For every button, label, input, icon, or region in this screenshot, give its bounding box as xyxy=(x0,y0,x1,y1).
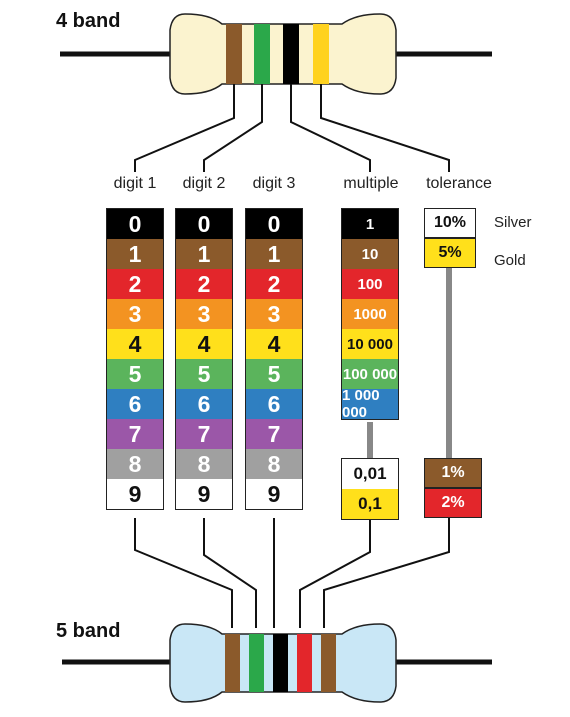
digits-cell: 1 xyxy=(246,239,302,269)
silver-label: Silver xyxy=(494,214,532,231)
digits-cell: 2 xyxy=(246,269,302,299)
resistor-5band-band-2 xyxy=(249,634,264,692)
multipliers-cell: 10 xyxy=(342,239,398,269)
fractional_multipliers-cell: 0,01 xyxy=(342,459,398,489)
header-digit-2: digit 2 xyxy=(182,175,226,192)
digits-cell: 6 xyxy=(176,389,232,419)
digits-cell: 8 xyxy=(246,449,302,479)
digits-cell: 9 xyxy=(107,479,163,509)
tolerance-silver-cell: 10% xyxy=(424,208,476,238)
digits-cell: 7 xyxy=(176,419,232,449)
resistor-4band-band-3 xyxy=(283,24,299,84)
header-digit-1: digit 1 xyxy=(113,175,157,192)
multipliers-cell: 1 000 000 xyxy=(342,387,398,421)
digits-cell: 6 xyxy=(246,389,302,419)
digits-cell: 5 xyxy=(246,359,302,389)
digits-cell: 7 xyxy=(107,419,163,449)
upper-connectors xyxy=(134,84,450,172)
tolerance-gap-connector xyxy=(446,268,452,458)
digits-cell: 1 xyxy=(107,239,163,269)
lower-connectors xyxy=(134,518,450,628)
digits-cell: 8 xyxy=(107,449,163,479)
multipliers-cell: 10 000 xyxy=(342,329,398,359)
multiplier-gap-connector xyxy=(367,422,373,458)
fractional_multipliers-cell: 0,1 xyxy=(342,489,398,519)
four-band-title: 4 band xyxy=(56,10,121,32)
header-digit-3: digit 3 xyxy=(252,175,296,192)
resistor-5band-band-4 xyxy=(297,634,312,692)
resistor-4band-band-2 xyxy=(254,24,270,84)
header-tolerance: tolerance xyxy=(426,175,492,192)
digits-cell: 4 xyxy=(246,329,302,359)
digits-cell: 8 xyxy=(176,449,232,479)
tolerance-1pct-cell: 1% xyxy=(424,458,482,488)
digits-cell: 6 xyxy=(107,389,163,419)
digits-cell: 7 xyxy=(246,419,302,449)
multipliers-cell: 100 xyxy=(342,269,398,299)
digits-cell: 5 xyxy=(176,359,232,389)
tolerance-2pct-cell: 2% xyxy=(424,488,482,518)
digits-cell: 1 xyxy=(176,239,232,269)
digits-cell: 0 xyxy=(246,209,302,239)
digits-cell: 3 xyxy=(107,299,163,329)
resistor-5band-band-5 xyxy=(321,634,336,692)
gold-label: Gold xyxy=(494,252,526,269)
digits-cell: 3 xyxy=(246,299,302,329)
digits-cell: 9 xyxy=(176,479,232,509)
multipliers-cell: 100 000 xyxy=(342,359,398,389)
digits-cell: 9 xyxy=(246,479,302,509)
digits-cell: 3 xyxy=(176,299,232,329)
multipliers-cell: 1 xyxy=(342,209,398,239)
digits-cell: 2 xyxy=(107,269,163,299)
digits-cell: 0 xyxy=(176,209,232,239)
resistor-5band-band-3 xyxy=(273,634,288,692)
multipliers-cell: 1000 xyxy=(342,299,398,329)
digits-cell: 4 xyxy=(176,329,232,359)
digits-cell: 2 xyxy=(176,269,232,299)
header-multiple: multiple xyxy=(343,175,399,192)
resistor-4band-band-1 xyxy=(226,24,242,84)
digits-cell: 0 xyxy=(107,209,163,239)
five-band-title: 5 band xyxy=(56,620,121,642)
digits-cell: 5 xyxy=(107,359,163,389)
tolerance-gold-cell: 5% xyxy=(424,238,476,268)
digits-cell: 4 xyxy=(107,329,163,359)
resistor-4band-band-4 xyxy=(313,24,329,84)
resistor-5band-band-1 xyxy=(225,634,240,692)
